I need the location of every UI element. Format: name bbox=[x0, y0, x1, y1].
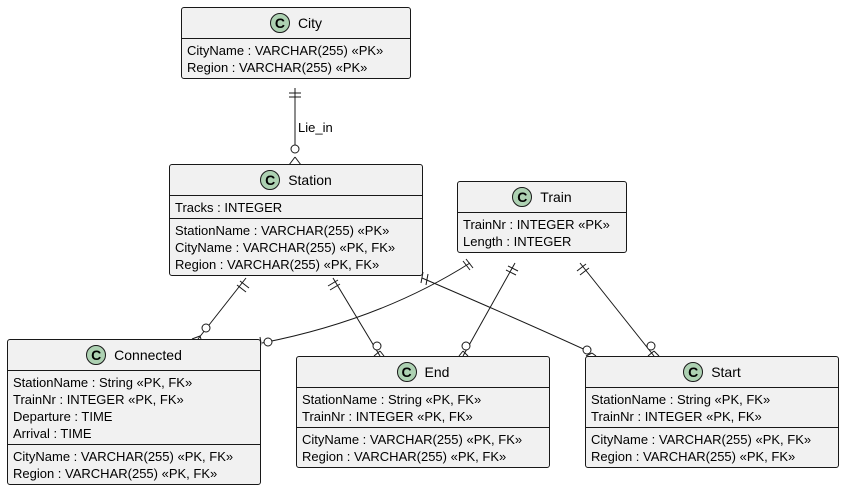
entity-start-title: Start bbox=[711, 363, 741, 380]
attribute-row: Region : VARCHAR(255) «PK, FK» bbox=[302, 449, 507, 464]
entity-station-keys: StationName : VARCHAR(255) «PK» CityName… bbox=[170, 218, 422, 275]
entity-city-attributes: CityName : VARCHAR(255) «PK» Region : VA… bbox=[182, 39, 410, 78]
attribute-row: StationName : String «PK, FK» bbox=[302, 392, 482, 407]
edge-station-start bbox=[420, 271, 597, 357]
attribute-row: TrainNr : INTEGER «PK» bbox=[463, 217, 610, 232]
class-c-icon: C bbox=[260, 170, 281, 190]
attribute-row: Region : VARCHAR(255) «PK, FK» bbox=[175, 257, 380, 272]
entity-train-title: Train bbox=[540, 188, 572, 205]
entity-connected-keys: CityName : VARCHAR(255) «PK, FK» Region … bbox=[8, 444, 260, 484]
entity-start-header: C Start bbox=[586, 357, 838, 388]
attribute-row: StationName : VARCHAR(255) «PK» bbox=[175, 223, 390, 238]
attribute-row: TrainNr : INTEGER «PK, FK» bbox=[13, 392, 184, 407]
attribute-row: Region : VARCHAR(255) «PK» bbox=[187, 60, 368, 75]
attribute-row: CityName : VARCHAR(255) «PK» bbox=[187, 43, 384, 58]
entity-connected[interactable]: C Connected StationName : String «PK, FK… bbox=[7, 339, 261, 485]
attribute-row: StationName : String «PK, FK» bbox=[591, 392, 771, 407]
edge-train-start bbox=[576, 262, 660, 357]
entity-start[interactable]: C Start StationName : String «PK, FK» Tr… bbox=[585, 356, 839, 468]
attribute-row: StationName : String «PK, FK» bbox=[13, 375, 193, 390]
entity-start-keys: CityName : VARCHAR(255) «PK, FK» Region … bbox=[586, 427, 838, 467]
entity-connected-title: Connected bbox=[114, 346, 182, 363]
relation-label-lie-in: Lie_in bbox=[298, 120, 333, 135]
attribute-row: CityName : VARCHAR(255) «PK, FK» bbox=[175, 240, 396, 255]
attribute-row: Region : VARCHAR(255) «PK, FK» bbox=[13, 466, 218, 481]
entity-train-header: C Train bbox=[458, 182, 626, 213]
attribute-row: Departure : TIME bbox=[13, 409, 113, 424]
class-c-icon: C bbox=[269, 13, 290, 33]
entity-train[interactable]: C Train TrainNr : INTEGER «PK» Length : … bbox=[457, 181, 627, 253]
edge-train-end bbox=[458, 262, 519, 357]
attribute-row: TrainNr : INTEGER «PK, FK» bbox=[591, 409, 762, 424]
attribute-row: Tracks : INTEGER bbox=[175, 200, 283, 215]
class-c-icon: C bbox=[86, 345, 107, 365]
entity-station-attributes: Tracks : INTEGER bbox=[170, 196, 422, 218]
entity-station-header: C Station bbox=[170, 165, 422, 196]
entity-city-header: C City bbox=[182, 8, 410, 39]
class-c-icon: C bbox=[512, 187, 533, 207]
attribute-row: TrainNr : INTEGER «PK, FK» bbox=[302, 409, 473, 424]
entity-start-attributes: StationName : String «PK, FK» TrainNr : … bbox=[586, 388, 838, 427]
entity-end-header: C End bbox=[297, 357, 549, 388]
entity-station-title: Station bbox=[288, 171, 332, 188]
class-c-icon: C bbox=[396, 362, 417, 382]
attribute-row: CityName : VARCHAR(255) «PK, FK» bbox=[591, 432, 812, 447]
edge-station-connected bbox=[191, 277, 250, 340]
entity-end[interactable]: C End StationName : String «PK, FK» Trai… bbox=[296, 356, 550, 468]
attribute-row: CityName : VARCHAR(255) «PK, FK» bbox=[302, 432, 523, 447]
entity-train-attributes: TrainNr : INTEGER «PK» Length : INTEGER bbox=[458, 213, 626, 252]
entity-city[interactable]: C City CityName : VARCHAR(255) «PK» Regi… bbox=[181, 7, 411, 79]
entity-end-attributes: StationName : String «PK, FK» TrainNr : … bbox=[297, 388, 549, 427]
attribute-row: CityName : VARCHAR(255) «PK, FK» bbox=[13, 449, 234, 464]
class-c-icon: C bbox=[683, 362, 704, 382]
attribute-row: Arrival : TIME bbox=[13, 426, 92, 441]
entity-end-keys: CityName : VARCHAR(255) «PK, FK» Region … bbox=[297, 427, 549, 467]
entity-end-title: End bbox=[424, 363, 450, 380]
edge-station-end bbox=[327, 277, 385, 357]
entity-connected-attributes: StationName : String «PK, FK» TrainNr : … bbox=[8, 371, 260, 444]
entity-connected-header: C Connected bbox=[8, 340, 260, 371]
entity-station[interactable]: C Station Tracks : INTEGER StationName :… bbox=[169, 164, 423, 276]
attribute-row: Region : VARCHAR(255) «PK, FK» bbox=[591, 449, 796, 464]
entity-city-title: City bbox=[297, 14, 323, 31]
attribute-row: Length : INTEGER bbox=[463, 234, 572, 249]
